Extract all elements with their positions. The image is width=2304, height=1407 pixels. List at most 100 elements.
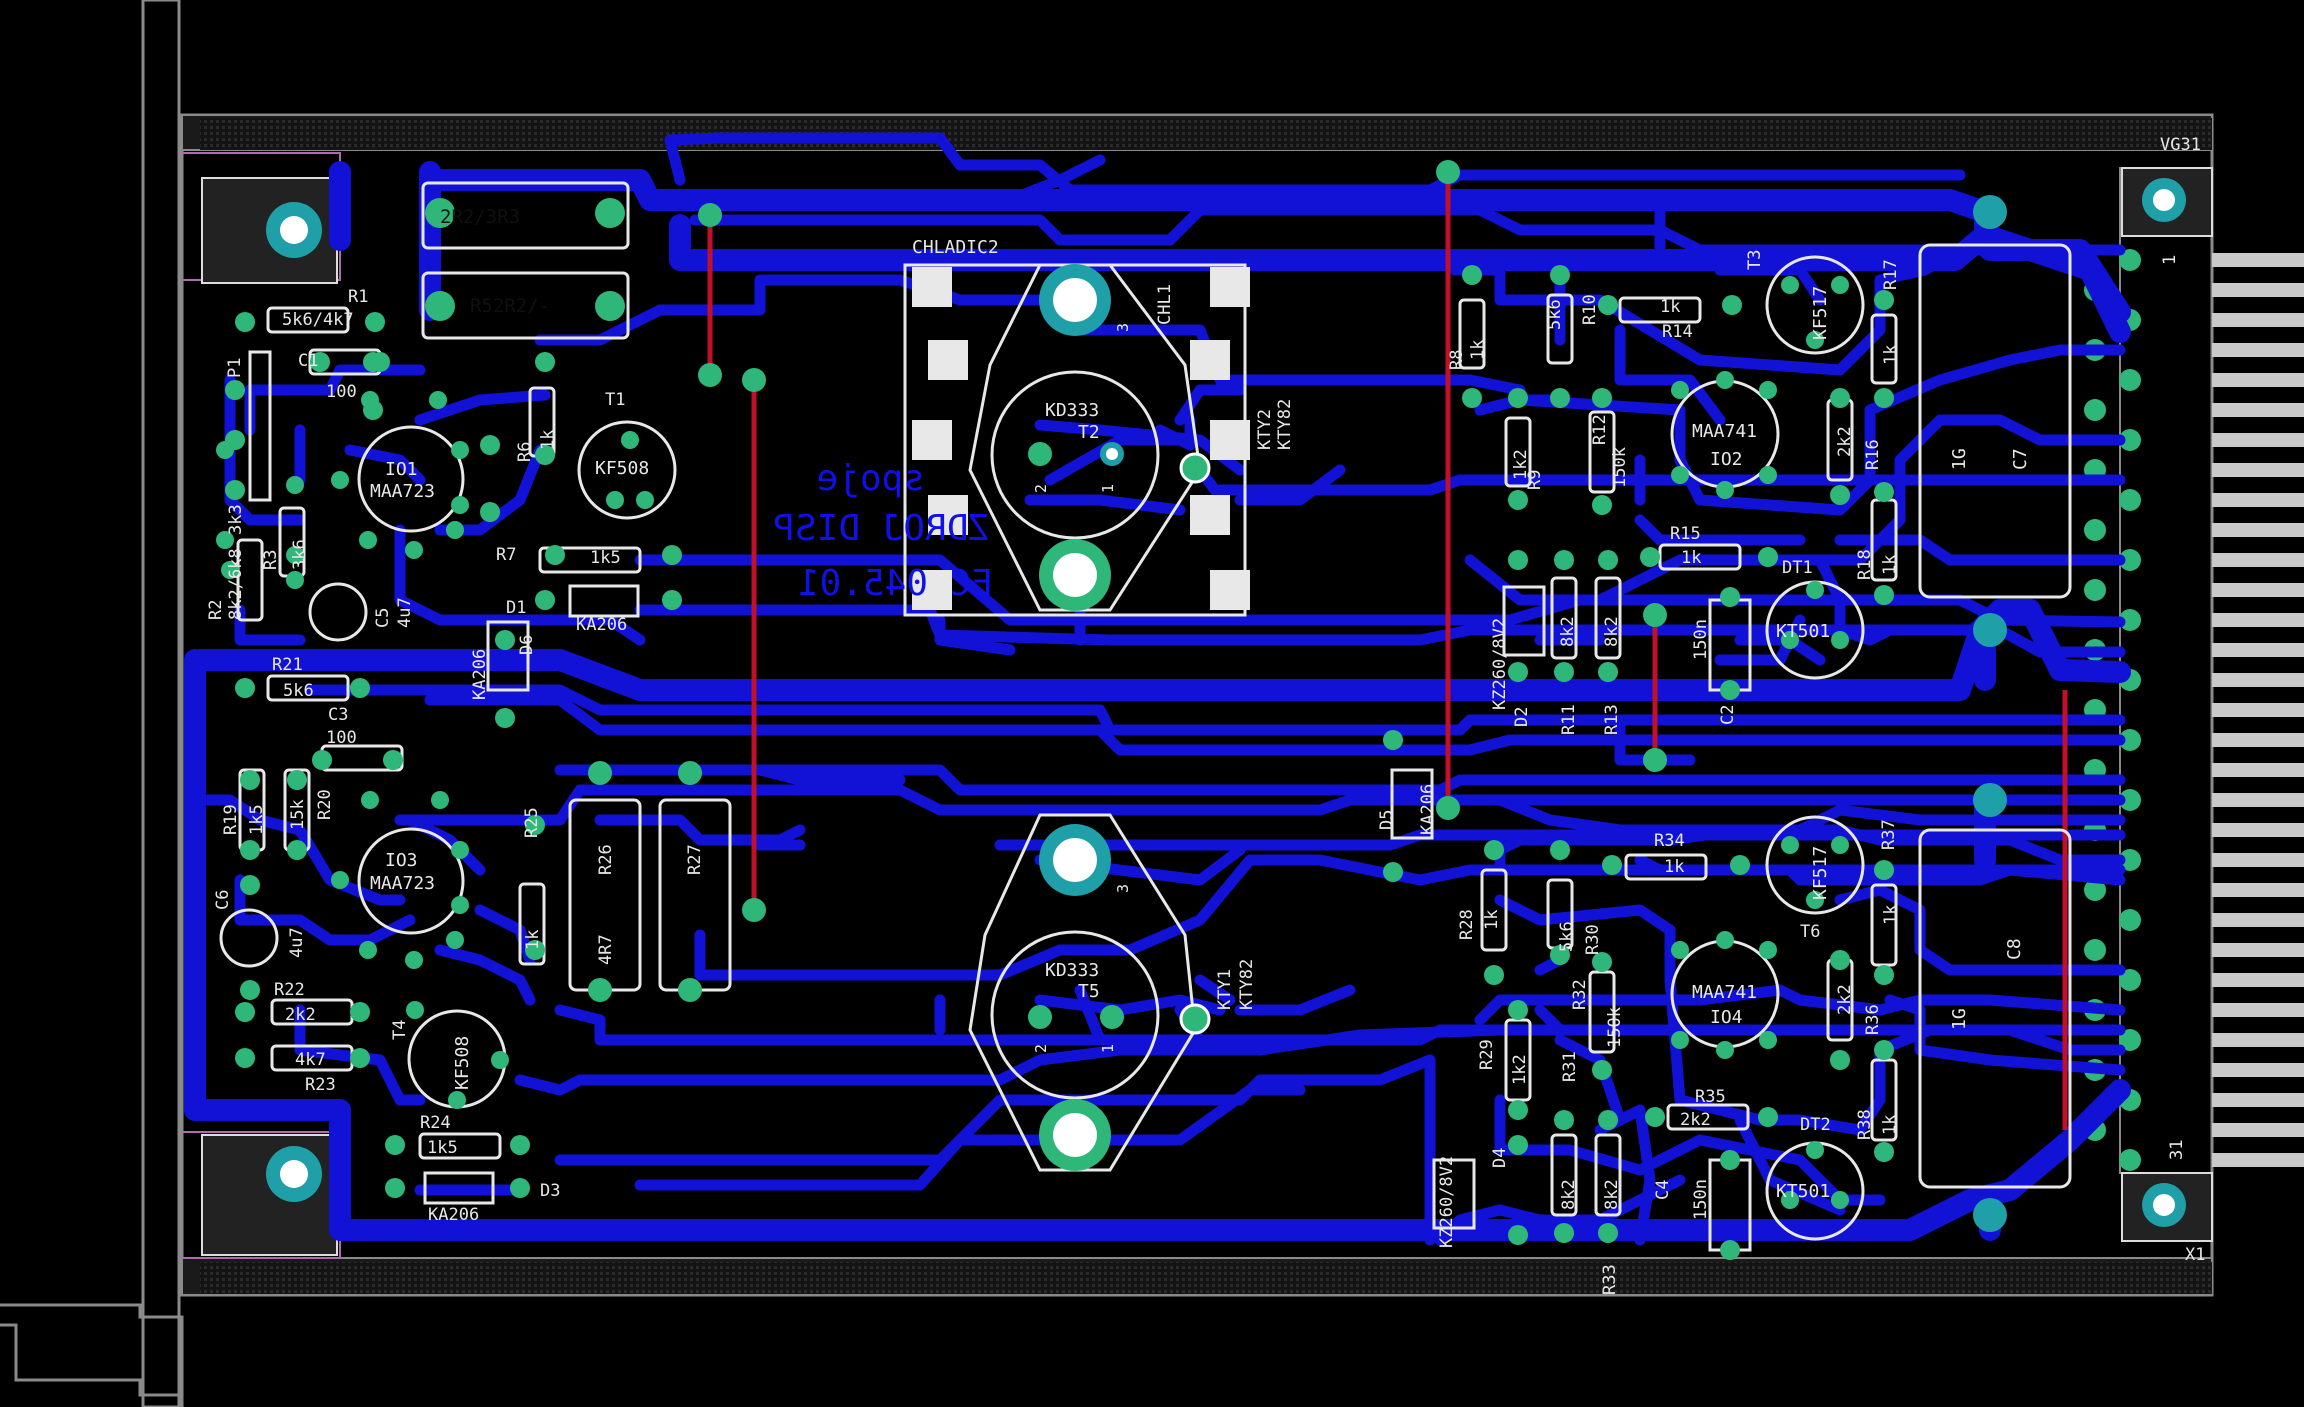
connector-finger xyxy=(2212,403,2304,417)
resistor-body xyxy=(1594,1133,1622,1217)
pad xyxy=(1554,1110,1574,1130)
label-io1: IO1 xyxy=(385,459,418,480)
label-io3: IO3 xyxy=(385,850,418,871)
pad xyxy=(425,291,455,321)
pad xyxy=(1874,585,1894,605)
pad xyxy=(588,761,612,785)
connector-finger xyxy=(2212,433,2304,447)
pad xyxy=(359,531,377,549)
pad xyxy=(225,380,245,400)
label-kty82-a: KTY82 xyxy=(1275,399,1295,450)
label-r22: R22 xyxy=(274,980,305,1000)
connector-finger xyxy=(2212,553,2304,567)
pad xyxy=(698,203,722,227)
resistor-body xyxy=(1588,410,1616,494)
label-t2-pin1: 1 xyxy=(1099,484,1117,493)
pad xyxy=(535,590,555,610)
pad xyxy=(491,1051,509,1069)
pad xyxy=(331,471,349,489)
pad xyxy=(525,815,545,835)
label-r20-value: 15k xyxy=(288,799,308,830)
label-c3: C3 xyxy=(328,705,348,725)
connector-finger xyxy=(2212,703,2304,717)
label-kty1: KTY1 xyxy=(1215,969,1235,1010)
pad xyxy=(451,496,469,514)
pad xyxy=(1730,855,1750,875)
label-t3-value: KF517 xyxy=(1810,286,1831,340)
label-r22-value: 2k2 xyxy=(285,1005,316,1025)
pad xyxy=(742,898,766,922)
label-r27: R27 xyxy=(685,844,705,875)
label-r2: R2 xyxy=(206,600,226,620)
pad xyxy=(1602,855,1622,875)
pad xyxy=(1831,631,1849,649)
pad xyxy=(235,1048,255,1068)
label-io1-value: MAA723 xyxy=(370,481,435,502)
pad xyxy=(480,435,500,455)
pad xyxy=(1874,965,1894,985)
pad xyxy=(216,441,234,459)
pad xyxy=(1592,495,1612,515)
label-pin31: 31 xyxy=(2167,1140,2187,1160)
pad xyxy=(1716,1041,1734,1059)
pad xyxy=(431,791,449,809)
pad xyxy=(365,312,385,332)
label-r36: R36 xyxy=(1863,1004,1883,1035)
pad xyxy=(1550,840,1570,860)
connector-finger xyxy=(2212,1033,2304,1047)
label-r26-value: 4R7 xyxy=(596,934,616,965)
pad xyxy=(216,531,234,549)
pad xyxy=(361,791,379,809)
pad xyxy=(698,363,722,387)
pad xyxy=(1716,371,1734,389)
connector-finger xyxy=(2212,493,2304,507)
pad xyxy=(1671,466,1689,484)
label-io2-value: MAA741 xyxy=(1692,421,1757,442)
label-r5-value: R52R2/- xyxy=(470,295,550,317)
pad xyxy=(1508,550,1528,570)
label-r10: R10 xyxy=(1580,294,1600,325)
connector-finger xyxy=(2212,763,2304,777)
pad xyxy=(1598,295,1618,315)
pad xyxy=(1831,1191,1849,1209)
pad xyxy=(1758,547,1778,567)
pad xyxy=(1484,840,1504,860)
connector-pad xyxy=(2119,729,2141,751)
label-r30-value: 5k6 xyxy=(1557,921,1577,952)
pad xyxy=(1874,482,1894,502)
label-r17: R17 xyxy=(1881,259,1901,290)
pad xyxy=(240,980,260,1000)
pad xyxy=(1720,680,1740,700)
label-p1: P1 xyxy=(225,358,245,378)
pad xyxy=(1671,381,1689,399)
label-r15-value: 1k xyxy=(1681,548,1701,568)
label-r25-value: 1k xyxy=(523,930,543,950)
connector-finger xyxy=(2212,313,2304,327)
label-r17-value: 1k xyxy=(1881,345,1901,365)
label-r7: R7 xyxy=(496,545,516,565)
label-t4-value: KF508 xyxy=(452,1036,473,1090)
pad xyxy=(1759,1031,1777,1049)
pad xyxy=(1508,388,1528,408)
pad xyxy=(1830,1050,1850,1070)
pad xyxy=(1720,1150,1740,1170)
label-t4: T4 xyxy=(390,1020,410,1040)
connector-pad xyxy=(2084,579,2106,601)
connector-finger xyxy=(2212,973,2304,987)
pad xyxy=(446,931,464,949)
pad xyxy=(1508,1225,1528,1245)
label-t5-pin3: 3 xyxy=(1114,884,1132,893)
label-c4-value: 150n xyxy=(1691,1179,1711,1220)
label-io4-value: MAA741 xyxy=(1692,982,1757,1003)
label-ka206-d1: KA206 xyxy=(576,615,627,635)
label-t6: T6 xyxy=(1800,922,1820,942)
label-r38: R38 xyxy=(1855,1109,1875,1140)
pad xyxy=(235,1002,255,1022)
label-t2-value: KD333 xyxy=(1045,400,1099,421)
pad xyxy=(1436,796,1460,820)
connector-finger xyxy=(2212,253,2304,267)
label-io3-value: MAA723 xyxy=(370,873,435,894)
label-r38-value: 1k xyxy=(1880,1115,1900,1135)
pad xyxy=(480,502,500,522)
connector-pad xyxy=(2119,549,2141,571)
